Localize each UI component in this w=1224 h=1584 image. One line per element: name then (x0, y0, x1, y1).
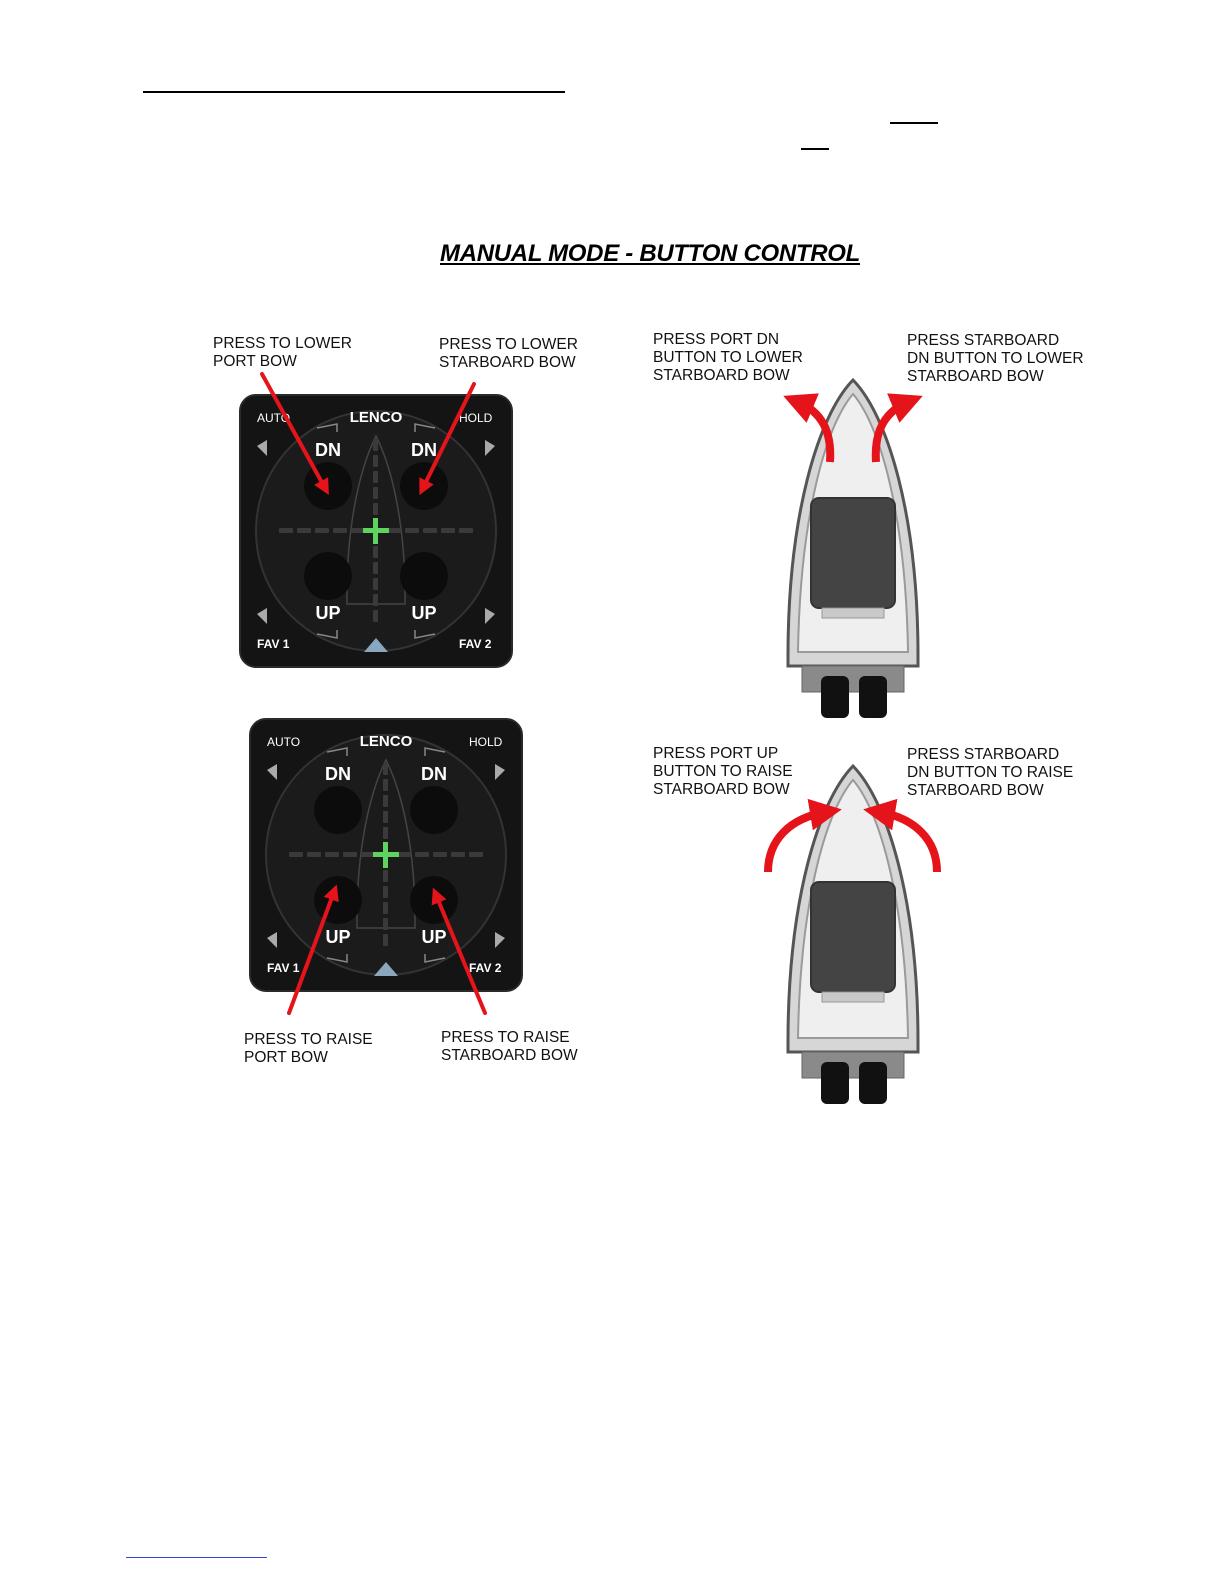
brand-logo: LENCO (360, 733, 413, 750)
starboard-up-label: UP (411, 603, 436, 623)
control-panel-top: LENCO AUTO HOLD FAV 1 FAV 2 DN DN UP UP (239, 394, 513, 668)
auto-button: AUTO (257, 411, 290, 425)
heading-underline (143, 91, 565, 93)
fav1-button: FAV 1 (267, 961, 300, 975)
fav1-button: FAV 1 (257, 637, 290, 651)
fav2-button: FAV 2 (459, 637, 492, 651)
starboard-up-button (400, 552, 448, 600)
control-panel-bottom: LENCO AUTO HOLD FAV 1 FAV 2 DN DN UP UP (249, 718, 523, 992)
port-dn-label: DN (325, 764, 351, 784)
footer-link-underline[interactable] (126, 1557, 267, 1558)
callout-boat-raise-left: PRESS PORT UP BUTTON TO RAISE STARBOARD … (653, 745, 793, 798)
starboard-dn-label: DN (411, 440, 437, 460)
port-up-label: UP (315, 603, 340, 623)
bow-indicator-icon (364, 638, 388, 652)
auto-button: AUTO (267, 735, 300, 749)
callout-lower-starboard-bow: PRESS TO LOWER STARBOARD BOW (439, 336, 578, 371)
callout-raise-port-bow: PRESS TO RAISE PORT BOW (244, 1031, 373, 1066)
starboard-dn-label: DN (421, 764, 447, 784)
boat-top-view-lower (758, 376, 948, 722)
callout-lower-port-bow: PRESS TO LOWER PORT BOW (213, 335, 352, 370)
emphasis-underline-2 (801, 148, 829, 150)
port-dn-button (304, 462, 352, 510)
hold-button: HOLD (459, 411, 493, 425)
boat-top-view-raise (758, 762, 948, 1108)
figure-title: MANUAL MODE - BUTTON CONTROL (440, 240, 861, 267)
starboard-up-label: UP (421, 927, 446, 947)
console-icon (810, 497, 896, 609)
starboard-dn-button (400, 462, 448, 510)
emphasis-underline-1 (890, 122, 938, 124)
callout-raise-starboard-bow: PRESS TO RAISE STARBOARD BOW (441, 1029, 578, 1064)
fav2-button: FAV 2 (469, 961, 502, 975)
port-up-label: UP (325, 927, 350, 947)
brand-logo: LENCO (350, 409, 403, 426)
outboard-engine-icon (821, 676, 849, 718)
port-dn-label: DN (315, 440, 341, 460)
hold-button: HOLD (469, 735, 503, 749)
callout-boat-lower-right: PRESS STARBOARD DN BUTTON TO LOWER STARB… (907, 332, 1084, 385)
callout-boat-lower-left: PRESS PORT DN BUTTON TO LOWER STARBOARD … (653, 331, 803, 384)
callout-boat-raise-right: PRESS STARBOARD DN BUTTON TO RAISE STARB… (907, 746, 1074, 799)
port-up-button (304, 552, 352, 600)
